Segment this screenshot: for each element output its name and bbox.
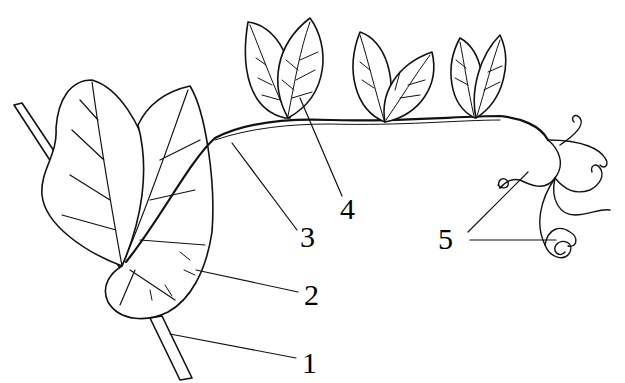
callout-number: 5 bbox=[438, 224, 453, 254]
petiole-edge bbox=[215, 120, 500, 140]
callout-number: 3 bbox=[300, 222, 315, 252]
callout-number: 4 bbox=[340, 194, 355, 224]
leaflet-vein bbox=[455, 42, 474, 116]
leaflet-vein bbox=[360, 35, 384, 120]
stipule-vein bbox=[120, 90, 205, 305]
stem bbox=[150, 316, 192, 380]
leaflet bbox=[278, 18, 323, 118]
leaflet-vein bbox=[386, 55, 430, 120]
leaflet bbox=[384, 52, 434, 122]
leader-line bbox=[170, 98, 556, 358]
hatching bbox=[150, 252, 195, 300]
callout-number: 1 bbox=[302, 348, 317, 378]
leaflet-vein bbox=[282, 22, 318, 116]
callout-number: 2 bbox=[304, 280, 319, 310]
leaflet-vein bbox=[477, 40, 502, 116]
leaflet bbox=[474, 35, 505, 118]
stipule bbox=[105, 86, 212, 319]
stipule-vein bbox=[62, 82, 122, 266]
tendril bbox=[498, 115, 610, 257]
